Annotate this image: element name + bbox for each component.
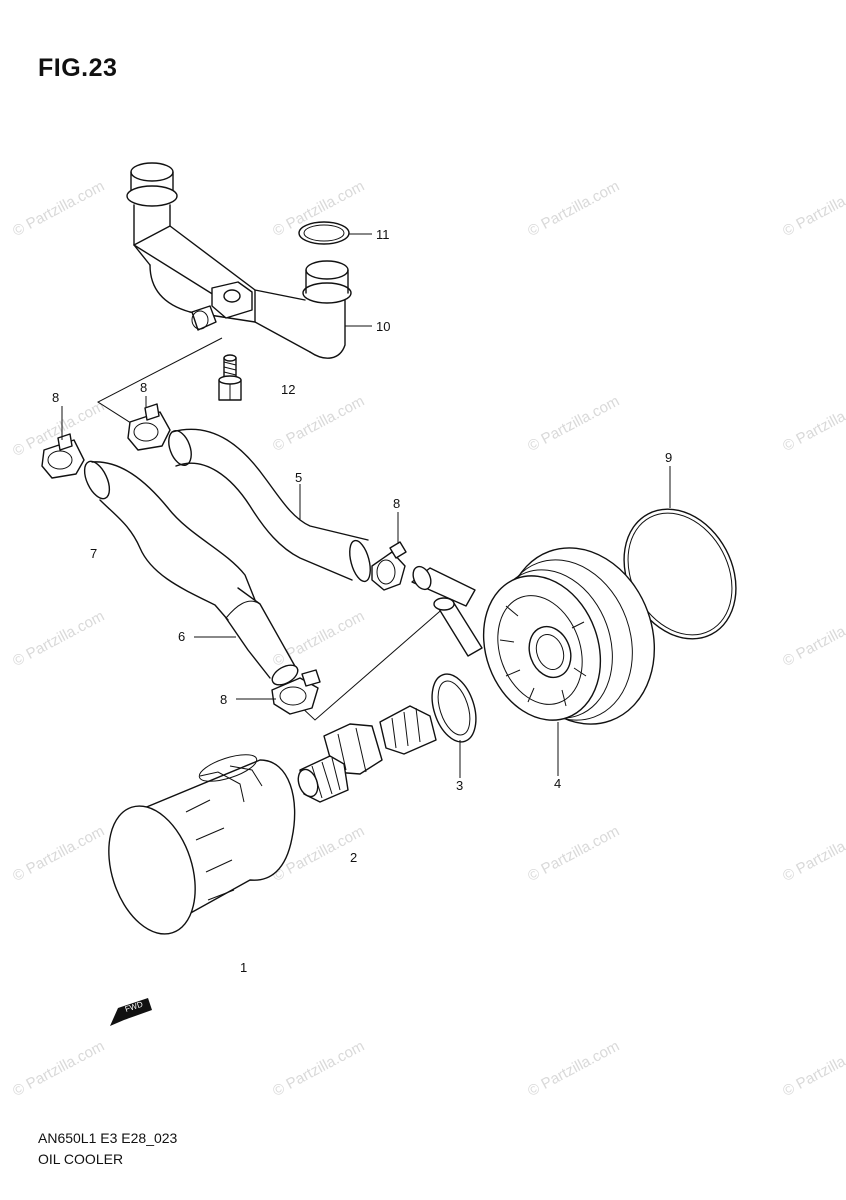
- gasket-part-3[interactable]: [424, 669, 484, 748]
- callout-8: 8: [393, 496, 400, 511]
- callout-8: 8: [220, 692, 227, 707]
- callout-8: 8: [140, 380, 147, 395]
- figure-title: FIG.23: [38, 54, 118, 82]
- callout-4: 4: [554, 776, 561, 791]
- callout-9: 9: [665, 450, 672, 465]
- figure-code: AN650L1 E3 E28_023: [38, 1130, 178, 1146]
- oil-hose-part-5[interactable]: [164, 428, 374, 584]
- oil-hose-part-6[interactable]: [79, 458, 301, 689]
- callout-7: 7: [90, 546, 97, 561]
- hose-fitting[interactable]: [410, 564, 483, 657]
- oil-pipe-part-10[interactable]: [126, 162, 352, 359]
- callout-6: 6: [178, 629, 185, 644]
- callout-5: 5: [295, 470, 302, 485]
- callout-3: 3: [456, 778, 463, 793]
- callout-labels: 1 2 3 4 5 6 7 8 8 8 8 9 10 11 12: [52, 227, 672, 975]
- forward-arrow-icon: FWD: [110, 998, 152, 1026]
- callout-10: 10: [376, 319, 390, 334]
- callout-leaders: [61, 233, 671, 778]
- oil-filter-part-1[interactable]: [94, 749, 296, 945]
- bolt-part-12[interactable]: [218, 354, 242, 401]
- callout-11: 11: [376, 227, 390, 242]
- hose-clamp-part-8[interactable]: [271, 669, 321, 715]
- hose-clamp-part-8[interactable]: [127, 403, 171, 451]
- assembly-guide-lines: [96, 337, 463, 721]
- oil-cooler-part-4[interactable]: [464, 527, 678, 745]
- figure-name: OIL COOLER: [38, 1151, 124, 1167]
- union-bolt-part-2[interactable]: [295, 705, 437, 803]
- callout-2: 2: [350, 850, 357, 865]
- hose-clamp-part-8[interactable]: [41, 433, 85, 479]
- callout-8: 8: [52, 390, 59, 405]
- callout-1: 1: [240, 960, 247, 975]
- hose-clamp-part-8[interactable]: [371, 541, 407, 591]
- callout-12: 12: [281, 382, 295, 397]
- o-ring-part-11[interactable]: [298, 221, 350, 245]
